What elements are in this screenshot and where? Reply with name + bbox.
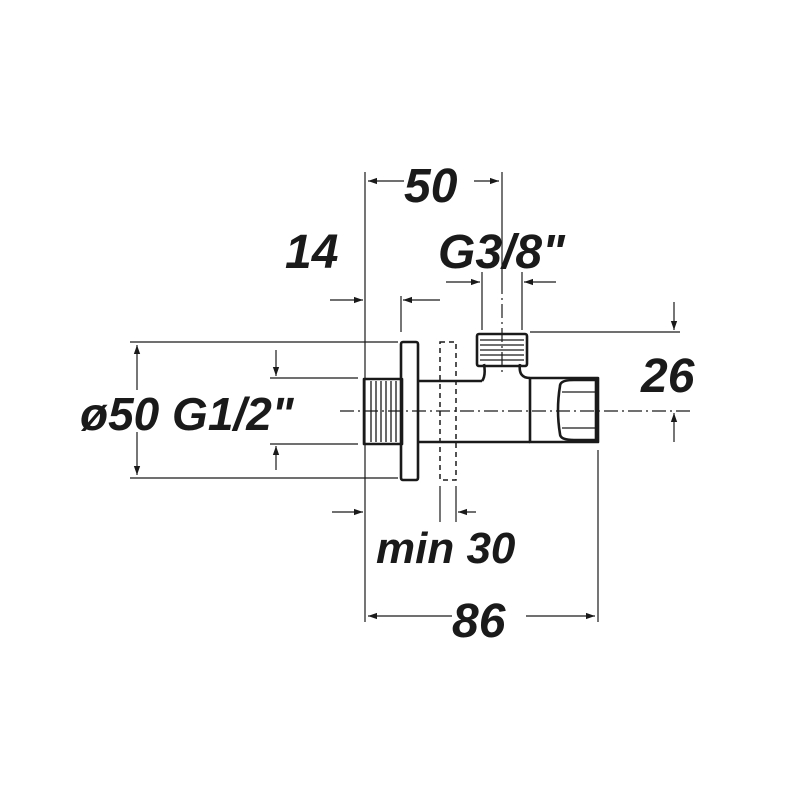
valve-tube	[418, 379, 530, 444]
dimension-label-min-clearance: min 30	[376, 524, 516, 573]
dimension-arrows	[133, 177, 678, 620]
dimension-label-50: 50	[404, 160, 458, 213]
dimension-label-86: 86	[452, 595, 506, 648]
valve-handle	[528, 376, 600, 444]
extension-lines	[130, 172, 680, 622]
dimension-label-rosette-inlet: ø50 G1/2"	[80, 388, 295, 440]
dimension-label-26: 26	[640, 350, 695, 403]
valve-body-outline	[362, 332, 600, 482]
handle-grip	[556, 378, 598, 442]
dimension-label-14: 14	[285, 226, 338, 279]
dimension-label-outlet-thread: G3/8"	[438, 226, 566, 279]
